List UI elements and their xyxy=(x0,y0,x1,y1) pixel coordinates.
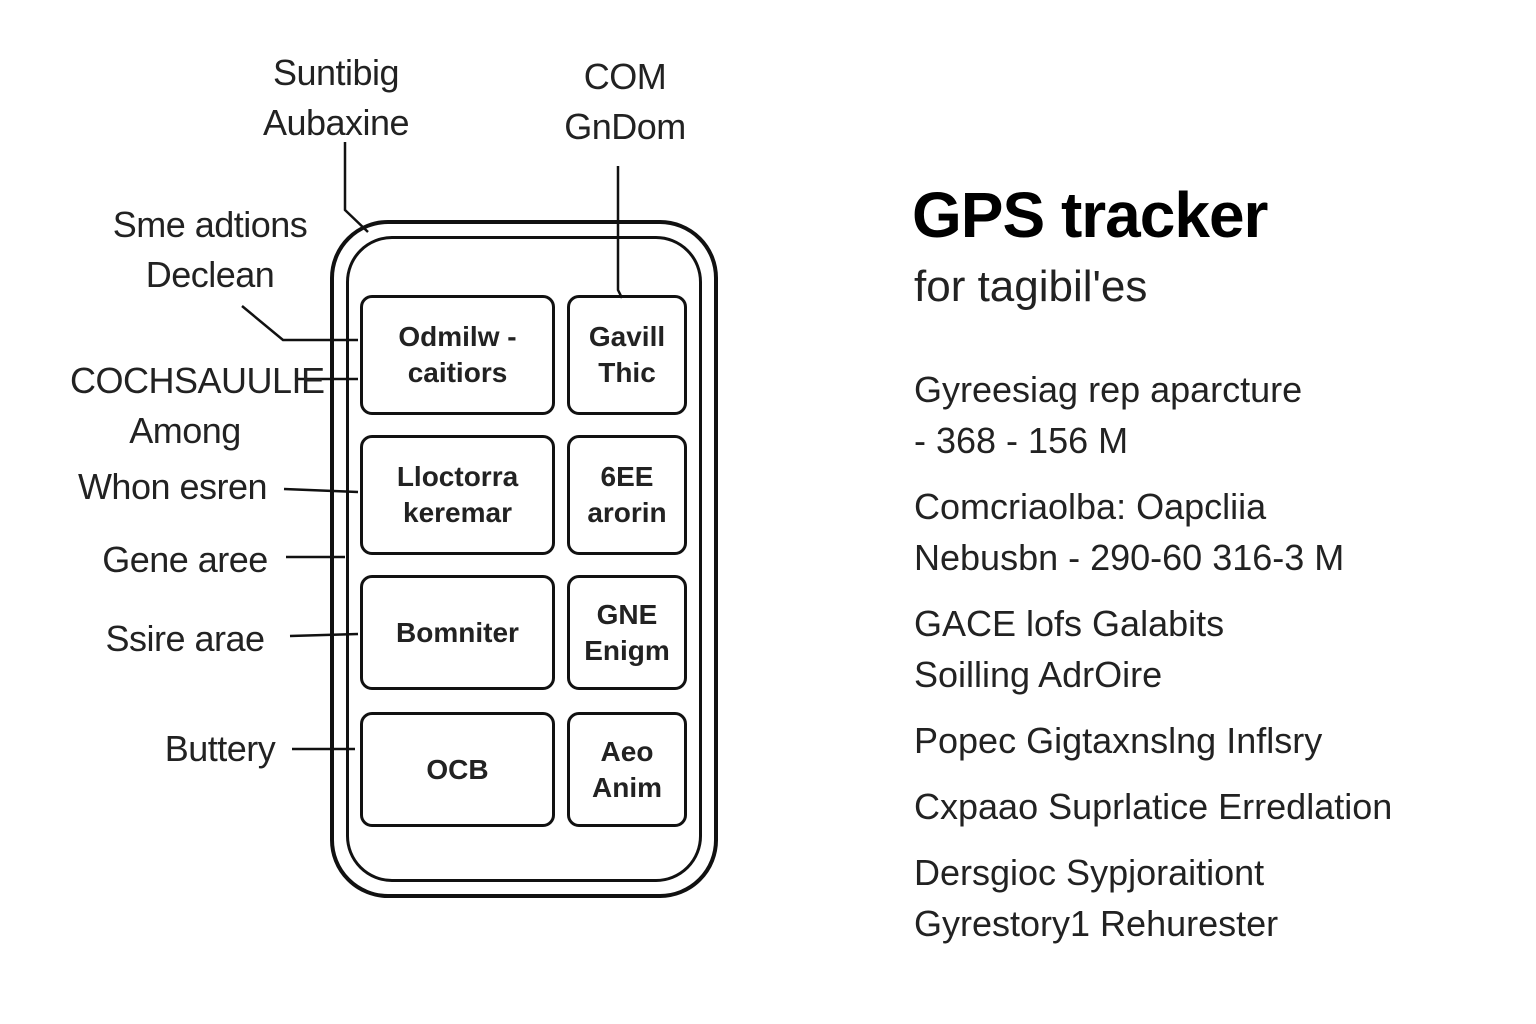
tracker-device-bezel xyxy=(346,236,702,882)
spec-list: Gyreesiag rep aparcture- 368 - 156 M Com… xyxy=(914,364,1514,964)
spec-item: Gyreesiag rep aparcture- 368 - 156 M xyxy=(914,369,1303,461)
component-7: OCB xyxy=(360,712,555,827)
callout-left-4: Gene aree xyxy=(102,539,268,580)
spec-item: Cxpaao Suprlatice Erredlation xyxy=(914,786,1393,827)
tracker-device xyxy=(330,220,718,898)
leader-top-left xyxy=(343,142,369,233)
spec-title: GPS tracker xyxy=(912,179,1268,251)
spec-item: Popec Gigtaxnslng Inflsry xyxy=(914,720,1323,761)
callout-left-5: Ssire arae xyxy=(105,618,265,659)
spec-subtitle: for tagibil'es xyxy=(914,262,1148,311)
component-1: Odmilw -caitiors xyxy=(360,295,555,415)
leader-left-3 xyxy=(283,487,359,494)
callout-left-6: Buttery xyxy=(164,728,276,769)
component-5: Bomniter xyxy=(360,575,555,690)
callout-left-3: Whon esren xyxy=(77,466,268,507)
